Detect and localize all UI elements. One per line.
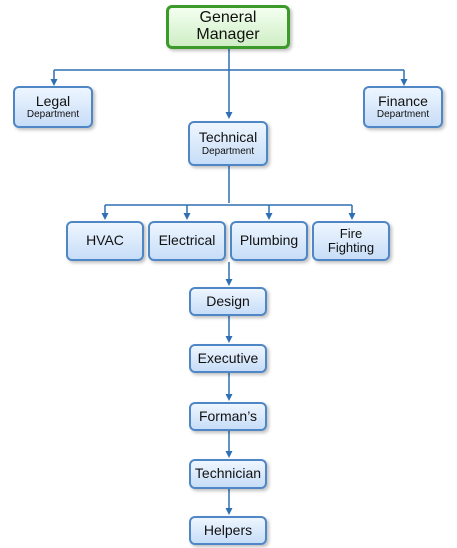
node-sublabel: Department bbox=[201, 145, 255, 157]
node-label: Forman’s bbox=[198, 407, 258, 424]
node-label: Helpers bbox=[203, 521, 253, 538]
node-label: Fighting bbox=[327, 240, 375, 255]
node-label: Fire bbox=[339, 225, 363, 241]
node-label: Executive bbox=[197, 349, 259, 366]
node-helpers: Helpers bbox=[189, 516, 267, 545]
node-design: Design bbox=[189, 287, 267, 316]
node-label: Legal bbox=[35, 92, 71, 109]
node-sublabel: Department bbox=[376, 109, 430, 121]
node-label: Design bbox=[206, 292, 250, 309]
node-technician: Technician bbox=[189, 459, 267, 489]
node-label: Manager bbox=[196, 26, 260, 43]
node-hvac: HVAC bbox=[66, 221, 144, 261]
node-label: Plumbing bbox=[239, 232, 299, 249]
node-label: Technical bbox=[198, 129, 258, 146]
node-label: Finance bbox=[378, 92, 428, 109]
node-formans: Forman’s bbox=[189, 402, 267, 431]
node-fire-fighting: Fire Fighting bbox=[312, 221, 390, 261]
node-electrical: Electrical bbox=[148, 221, 226, 261]
node-label: HVAC bbox=[86, 232, 124, 249]
node-plumbing: Plumbing bbox=[230, 221, 308, 261]
node-legal-department: Legal Department bbox=[13, 86, 93, 128]
node-label: Technician bbox=[194, 465, 262, 482]
node-finance-department: Finance Department bbox=[363, 86, 443, 128]
node-label: General bbox=[199, 9, 257, 27]
node-technical-department: Technical Department bbox=[188, 121, 268, 166]
node-label: Electrical bbox=[158, 232, 216, 249]
node-sublabel: Department bbox=[26, 109, 80, 121]
node-executive: Executive bbox=[189, 344, 267, 373]
node-general-manager: General Manager bbox=[166, 5, 290, 49]
